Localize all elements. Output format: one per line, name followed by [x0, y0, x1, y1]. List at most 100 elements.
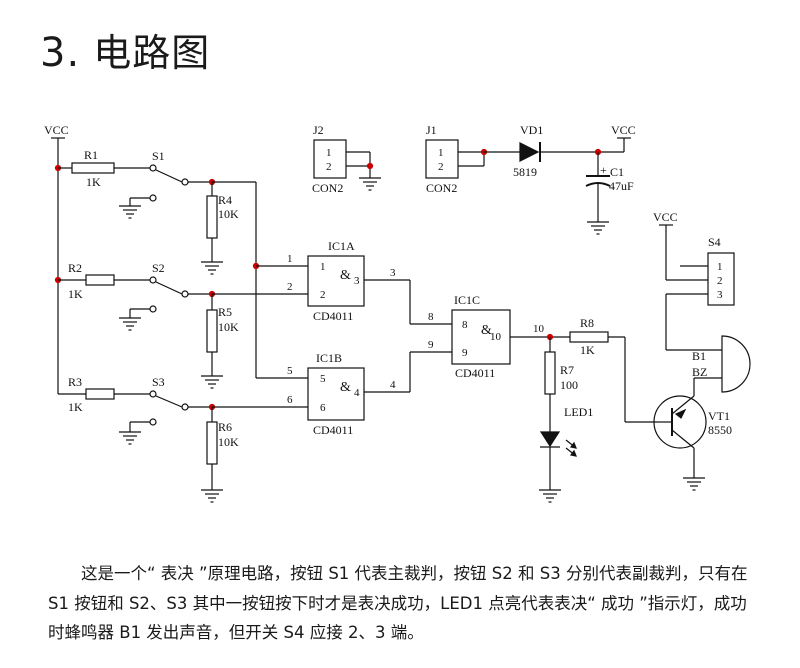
ic1c-label: IC1C [454, 293, 480, 307]
connector-j1 [425, 139, 485, 179]
pin-label: 1 [287, 253, 293, 265]
c1-value: 47uF [609, 179, 634, 193]
pin-label: 1 [320, 261, 326, 273]
pin-label: 4 [354, 387, 360, 399]
bz-label: BZ [692, 365, 707, 379]
diode-vd1 [484, 142, 624, 162]
led1-label: LED1 [564, 405, 593, 419]
r6-value: 10K [218, 435, 239, 449]
pin-label: 2 [326, 161, 332, 173]
r7-value: 100 [560, 378, 578, 392]
ic1c-and-symbol: & [481, 323, 492, 338]
junction-dot [366, 162, 374, 170]
ic1b-part: CD4011 [313, 423, 353, 437]
pin-label: 3 [717, 289, 723, 301]
r2-label: R2 [68, 261, 82, 275]
pin-label: 4 [390, 379, 396, 391]
ic1b-and-symbol: & [340, 380, 351, 395]
pin-label: 1 [438, 147, 444, 159]
r8-value: 1K [580, 343, 595, 357]
section-title: 电路图 [93, 31, 211, 75]
resistor-r8 [569, 331, 658, 423]
pin-label: 10 [490, 331, 502, 343]
resistor-r3 [58, 388, 150, 400]
b1-label: B1 [692, 349, 706, 363]
r4-value: 10K [218, 207, 239, 221]
connector-j2 [313, 139, 382, 191]
vd1-value: 5819 [513, 165, 537, 179]
r3-label: R3 [68, 375, 82, 389]
pin-label: 1 [717, 261, 723, 273]
r3-value: 1K [68, 400, 83, 414]
ic1b-label: IC1B [316, 351, 342, 365]
resistor-r5 [200, 294, 224, 389]
resistor-r2 [58, 274, 150, 286]
r2-value: 1K [68, 287, 83, 301]
j1-type: CON2 [426, 181, 457, 195]
pin-label: 6 [320, 402, 326, 414]
c1-plus: + [600, 163, 607, 177]
vt1-label: VT1 [708, 409, 730, 423]
ic1c-part: CD4011 [455, 366, 495, 380]
c1-label: C1 [610, 165, 624, 179]
buzzer-icon [693, 335, 751, 396]
resistor-r7 [544, 337, 556, 432]
vt1-value: 8550 [708, 423, 732, 437]
circuit-schematic: VCC R1 1K S1 R4 10K R2 1K [44, 123, 751, 503]
pin-label: 9 [428, 339, 434, 351]
pin-label: 3 [390, 267, 396, 279]
r7-label: R7 [560, 363, 574, 377]
gate-ic1b [307, 367, 365, 421]
r4-label: R4 [218, 193, 232, 207]
capacitor-c1 [585, 152, 611, 235]
pin-label: 5 [287, 365, 293, 377]
pin-label: 9 [462, 347, 468, 359]
switch-s3 [118, 390, 212, 445]
pin-label: 5 [320, 373, 326, 385]
switch-s4 [665, 252, 735, 351]
page-title: 3. 电路图 [40, 22, 210, 77]
s1-label: S1 [152, 149, 165, 163]
pin-label: 10 [533, 323, 545, 335]
vcc-right-label: VCC [653, 210, 678, 224]
description-text: 这是一个“ 表决 ”原理电路，按钮 S1 代表主裁判，按钮 S2 和 S3 分别… [48, 564, 748, 642]
j2-label: J2 [313, 123, 324, 137]
vd1-label: VD1 [520, 123, 543, 137]
resistor-r4 [200, 182, 224, 275]
resistor-r6 [200, 407, 224, 503]
r5-value: 10K [218, 320, 239, 334]
j1-label: J1 [426, 123, 437, 137]
transistor-vt1 [653, 395, 707, 491]
r1-value: 1K [86, 175, 101, 189]
ic1a-and-symbol: & [340, 268, 351, 283]
pin-label: 2 [320, 289, 326, 301]
vcc-left-label: VCC [44, 123, 69, 137]
vcc-top-label: VCC [611, 123, 636, 137]
s2-label: S2 [152, 261, 165, 275]
pin-label: 1 [326, 147, 332, 159]
switch-s1 [118, 164, 212, 219]
resistor-r1 [58, 162, 150, 174]
gate-ic1a [307, 255, 365, 307]
pin-label: 3 [354, 275, 360, 287]
vcc-top-symbol [616, 137, 632, 152]
pin-label: 2 [438, 161, 444, 173]
s3-label: S3 [152, 375, 165, 389]
pin-label: 8 [428, 311, 434, 323]
pin-label: 2 [717, 275, 723, 287]
j2-type: CON2 [312, 181, 343, 195]
s4-label: S4 [708, 235, 721, 249]
switch-s2 [118, 276, 212, 331]
pin-label: 2 [287, 281, 293, 293]
vcc-right-symbol [658, 224, 708, 281]
r1-label: R1 [84, 148, 98, 162]
pin-label: 6 [287, 394, 293, 406]
led-icon [538, 431, 577, 503]
r6-label: R6 [218, 420, 232, 434]
r5-label: R5 [218, 305, 232, 319]
r8-label: R8 [580, 316, 594, 330]
description-block: 这是一个“ 表决 ”原理电路，按钮 S1 代表主裁判，按钮 S2 和 S3 分别… [48, 559, 758, 648]
ic1a-label: IC1A [328, 239, 355, 253]
section-number: 3. [40, 30, 81, 76]
ic1a-part: CD4011 [313, 309, 353, 323]
